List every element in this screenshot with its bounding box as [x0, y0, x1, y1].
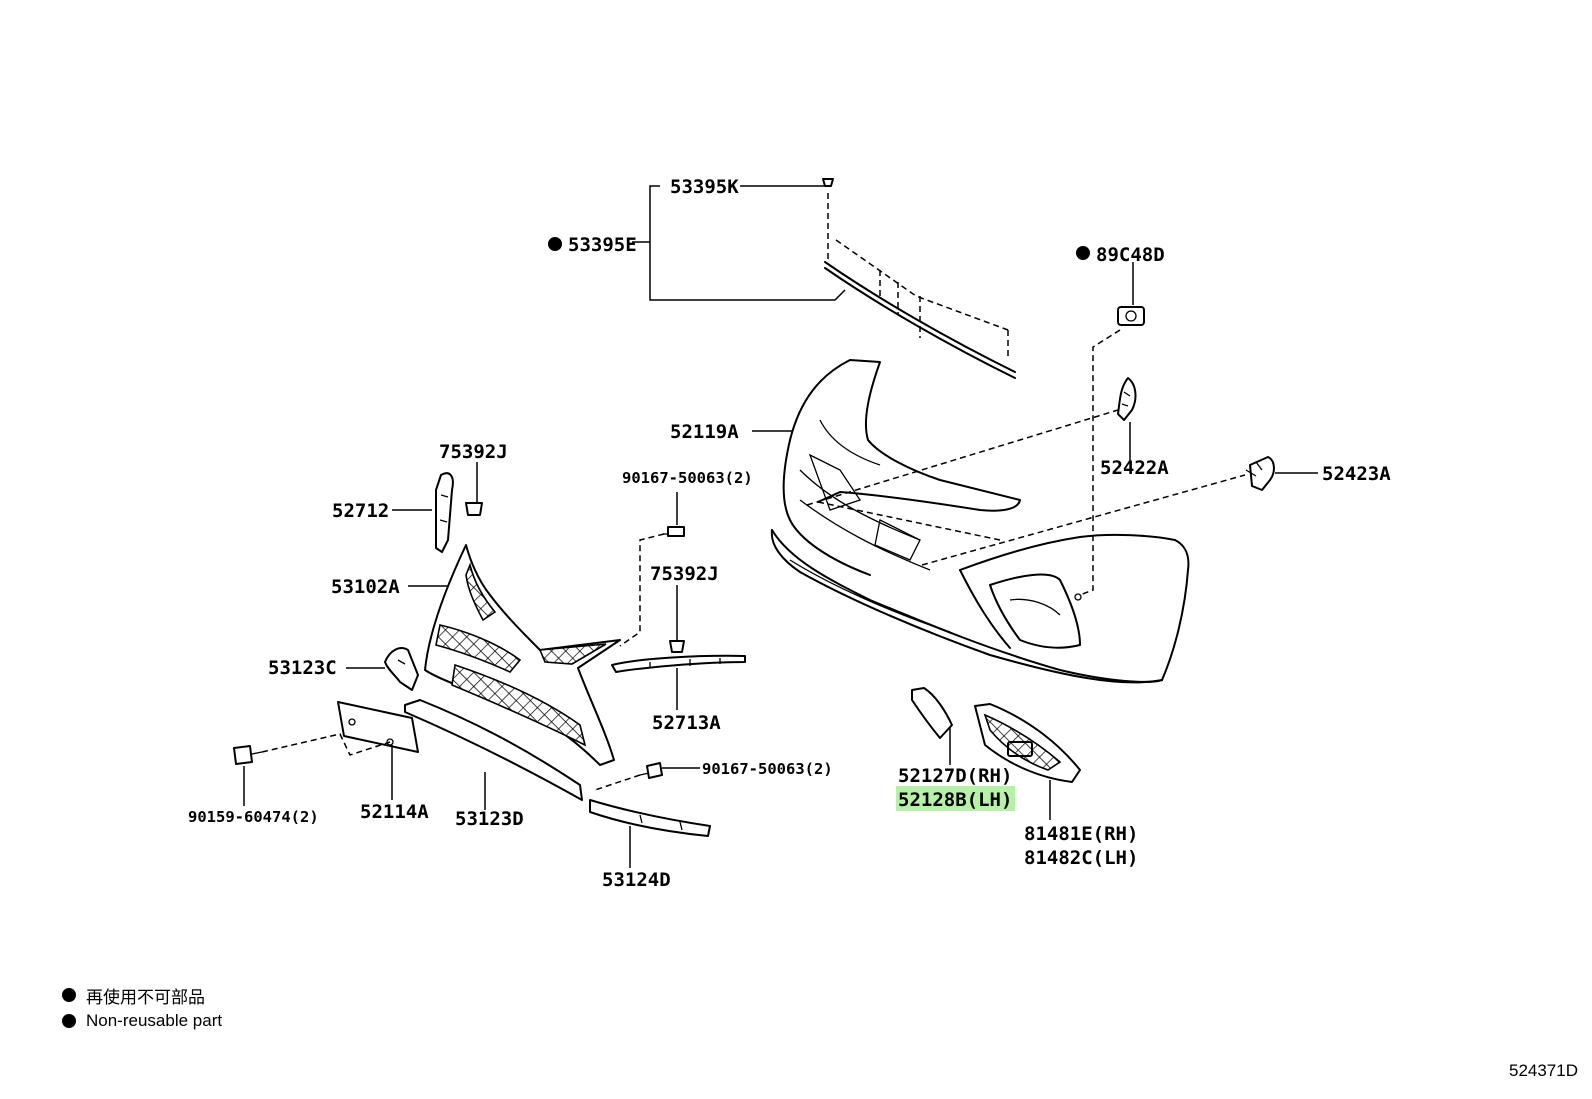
plate-52114A[interactable]: [337, 701, 419, 800]
non-reusable-marker-89C48D: [1076, 246, 1090, 260]
label-53123C[interactable]: 53123C: [268, 657, 337, 679]
retainer-52422A[interactable]: [1117, 377, 1137, 462]
cover-52127D-52128B[interactable]: [911, 687, 953, 765]
legend-text-jp: 再使用不可部品: [86, 987, 205, 1007]
lower-molding-53124D[interactable]: [589, 799, 711, 868]
legend-text-en: Non-reusable part: [86, 1011, 223, 1030]
clip-75392J-top-icon[interactable]: [465, 462, 483, 516]
bracket-53123C[interactable]: [346, 647, 419, 691]
filled-circle-icon: [62, 1014, 76, 1028]
nut-89C48D-icon[interactable]: [1117, 306, 1145, 326]
label-53102A[interactable]: 53102A: [331, 576, 400, 598]
lower-strip-53123D[interactable]: [404, 699, 583, 810]
label-81482C[interactable]: 81482C(LH): [1024, 847, 1138, 869]
label-90167-top[interactable]: 90167-50063(2): [622, 469, 753, 487]
label-52128B[interactable]: 52128B(LH): [898, 789, 1012, 811]
screw-90167-bottom-group: [594, 762, 700, 791]
label-52712[interactable]: 52712: [332, 500, 389, 522]
clip-53395K-icon[interactable]: [822, 178, 834, 187]
label-81481E[interactable]: 81481E(RH): [1024, 823, 1138, 845]
screw-90167-top-group: [619, 492, 685, 647]
molding-52713A[interactable]: [611, 654, 746, 710]
legend-row-jp: 再使用不可部品: [62, 982, 222, 1008]
label-89C48D[interactable]: 89C48D: [1096, 244, 1165, 266]
label-90159[interactable]: 90159-60474(2): [188, 808, 319, 826]
label-75392J-top[interactable]: 75392J: [439, 441, 508, 463]
label-52114A[interactable]: 52114A: [360, 801, 429, 823]
legend: 再使用不可部品 Non-reusable part: [62, 982, 222, 1034]
label-52127D[interactable]: 52127D(RH): [898, 765, 1012, 787]
upper-molding-strip-icon[interactable]: [824, 261, 1016, 379]
upper-molding-assembly: [632, 178, 1016, 379]
nut-89C48D-group: [1074, 262, 1145, 601]
clip-75392J-mid-icon[interactable]: [669, 585, 685, 653]
fog-cover-81481E-81482C[interactable]: [974, 703, 1081, 820]
diagram-id: 524371D: [1508, 1061, 1578, 1080]
grille-53102A[interactable]: [408, 544, 621, 766]
retainer-52423A[interactable]: [1245, 456, 1318, 491]
bracket-52712[interactable]: [392, 472, 454, 553]
filled-circle-icon: [62, 988, 76, 1002]
label-75392J-mid[interactable]: 75392J: [650, 563, 719, 585]
label-52713A[interactable]: 52713A: [652, 712, 721, 734]
label-53395E[interactable]: 53395E: [568, 234, 637, 256]
screw-90167-bottom-icon[interactable]: [639, 762, 663, 779]
label-90167-bottom[interactable]: 90167-50063(2): [702, 760, 833, 778]
non-reusable-marker-53395E: [548, 237, 562, 251]
bumper-cover-52119A[interactable]: [752, 359, 1190, 684]
legend-row-en: Non-reusable part: [62, 1008, 222, 1034]
highlight-52128B: [896, 786, 1015, 811]
bolt-90159-icon[interactable]: [233, 745, 263, 806]
screw-90167-top-icon[interactable]: [663, 526, 685, 537]
label-52423A[interactable]: 52423A: [1322, 463, 1391, 485]
label-53124D[interactable]: 53124D: [602, 869, 671, 891]
label-53123D[interactable]: 53123D: [455, 808, 524, 830]
label-52422A[interactable]: 52422A: [1100, 457, 1169, 479]
label-52119A[interactable]: 52119A: [670, 421, 739, 443]
label-53395K[interactable]: 53395K: [670, 176, 739, 198]
